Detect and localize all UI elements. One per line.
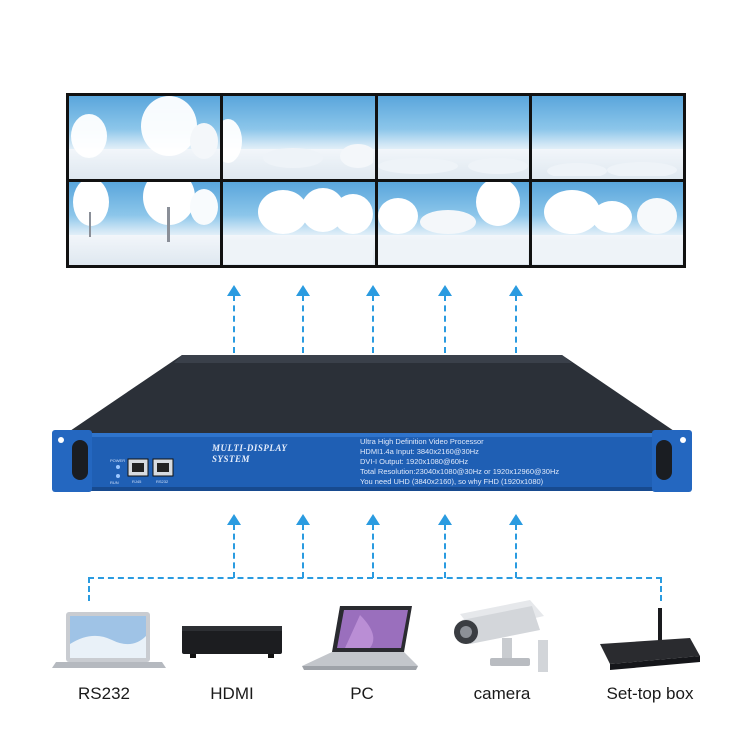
spec-line: Ultra High Definition Video Processor bbox=[360, 437, 484, 446]
output-arrow-icon bbox=[509, 285, 523, 353]
input-arrow-icon bbox=[296, 514, 310, 578]
security-camera-icon bbox=[454, 600, 548, 672]
video-processor-device bbox=[52, 355, 692, 492]
port-label: RJ45 bbox=[132, 479, 142, 484]
output-arrow-icon bbox=[227, 285, 241, 353]
spec-line: You need UHD (3840x2160), so why FHD (19… bbox=[360, 477, 544, 486]
wall-panel bbox=[377, 96, 529, 179]
device-logo: MULTI-DISPLAY SYSTEM bbox=[212, 443, 288, 464]
video-wall bbox=[66, 93, 686, 268]
source-label-set-top-box: Set-top box bbox=[606, 684, 694, 703]
spec-line: Total Resolution:23040x1080@30Hz or 1920… bbox=[360, 467, 560, 476]
source-label-hdmi: HDMI bbox=[210, 684, 254, 703]
wall-panel bbox=[223, 182, 375, 265]
wall-panel bbox=[69, 96, 221, 179]
input-arrow-icon bbox=[438, 514, 452, 578]
bus-drop-line bbox=[660, 577, 662, 601]
laptop-icon bbox=[52, 612, 166, 668]
set-top-box-icon bbox=[600, 608, 700, 670]
input-bus-line bbox=[88, 577, 662, 579]
source-label-pc: PC bbox=[350, 684, 374, 703]
input-arrow-icon bbox=[227, 514, 241, 578]
media-player-icon bbox=[182, 626, 282, 658]
indicator-label: POWER bbox=[110, 458, 126, 463]
open-laptop-icon bbox=[302, 606, 418, 670]
source-label-camera: camera bbox=[473, 684, 531, 703]
wall-panel bbox=[531, 96, 683, 179]
spec-line: HDMI1.4a Input: 3840x2160@30Hz bbox=[360, 447, 479, 456]
input-arrow-icon bbox=[509, 514, 523, 578]
input-arrow-icon bbox=[366, 514, 380, 578]
output-arrow-icon bbox=[296, 285, 310, 353]
spec-line: DVI-I Output: 1920x1080@60Hz bbox=[360, 457, 469, 466]
wall-panel bbox=[223, 96, 375, 179]
wall-panel bbox=[69, 182, 221, 265]
output-arrow-icon bbox=[366, 285, 380, 353]
output-arrow-icon bbox=[438, 285, 452, 353]
device-spec-text: Ultra High Definition Video Processor HD… bbox=[360, 437, 650, 487]
source-label-rs232: RS232 bbox=[78, 684, 130, 703]
wall-panel bbox=[531, 182, 683, 265]
port-label: RS232 bbox=[156, 479, 169, 484]
indicator-label: RUN bbox=[110, 480, 119, 485]
wall-panel bbox=[377, 182, 529, 265]
bus-drop-line bbox=[88, 577, 90, 601]
